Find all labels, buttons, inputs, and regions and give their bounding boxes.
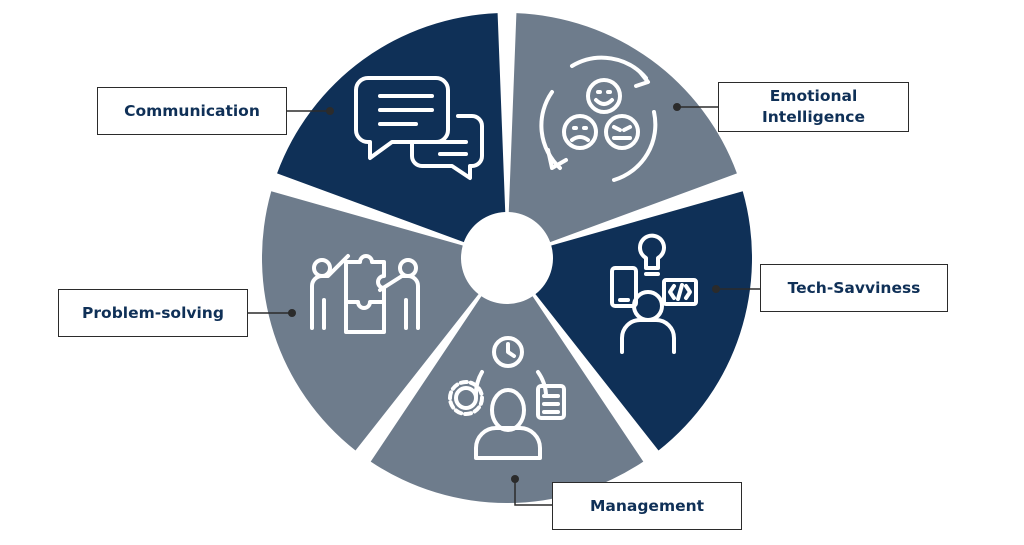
connector-dot — [288, 309, 296, 317]
communication-label: Communication — [97, 87, 287, 135]
connector-dot — [511, 475, 519, 483]
connectors — [248, 103, 760, 506]
management-segment — [370, 296, 644, 503]
connector-dot — [673, 103, 681, 111]
team-puzzle-icon — [310, 254, 420, 334]
connector-dot — [326, 107, 334, 115]
problem-solving-segment — [262, 191, 479, 451]
person-device-code-lightbulb-icon — [610, 233, 698, 354]
manager-gear-clock-clipboard-icon — [448, 336, 566, 460]
problem-solving-label-text: Problem-solving — [82, 303, 224, 322]
management-label-text: Management — [589, 496, 705, 515]
tech-savviness-label-text: Tech-Savviness — [787, 278, 921, 297]
management-label: Management — [552, 482, 742, 530]
emotional-label-line-2: Intelligence — [761, 108, 865, 126]
problem-solving-label: Problem-solving — [58, 289, 248, 337]
emotional-label-line-1: Emotional — [769, 87, 858, 106]
emotion-faces-cycle-icon — [539, 55, 658, 182]
tech-savviness-label: Tech-Savviness — [760, 264, 948, 312]
emotional-intelligence-label-text: Emotional Intelligence — [762, 86, 865, 128]
connector-dot — [712, 285, 720, 293]
speech-bubbles-icon — [354, 76, 484, 180]
communication-label-text: Communication — [124, 101, 260, 120]
emotional-intelligence-segment — [508, 13, 737, 243]
communication-segment — [277, 13, 506, 243]
emotional-intelligence-label: Emotional Intelligence — [718, 82, 909, 132]
